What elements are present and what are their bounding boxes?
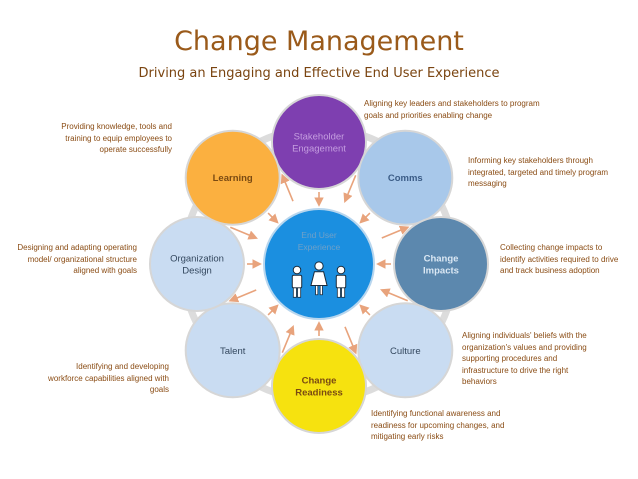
change-readiness-description: Identifying functional awareness and rea…	[371, 409, 505, 441]
node-to-center-arrow	[267, 212, 279, 224]
node-stakeholder-label: Stakeholder	[294, 132, 345, 143]
node-change-impacts-label: Change	[424, 254, 459, 265]
flow-arrow	[344, 326, 358, 355]
flow-arrow	[228, 289, 257, 303]
page-title: Change Management	[174, 26, 464, 57]
node-change-readiness-circle	[271, 338, 367, 434]
node-comms-circle	[357, 129, 454, 226]
node-learning-label: Learning	[213, 173, 253, 184]
node-to-center-arrow	[359, 212, 371, 224]
nodes-layer: StakeholderEngagementCommsChangeImpactsC…	[149, 94, 489, 434]
page-subtitle: Driving an Engaging and Effective End Us…	[138, 66, 500, 81]
person-icon	[335, 265, 347, 298]
center-label: Experience	[298, 242, 341, 252]
node-talent-circle	[184, 302, 281, 399]
center-label: End User	[301, 230, 337, 240]
flow-arrow	[281, 325, 295, 354]
stakeholder-description: Aligning key leaders and stakeholders to…	[364, 99, 540, 120]
node-stakeholder-circle	[271, 94, 367, 190]
node-culture-circle	[357, 302, 454, 399]
node-comms: Comms	[357, 129, 454, 226]
node-comms-label: Comms	[388, 173, 423, 184]
flow-arrow	[280, 173, 294, 202]
node-change-readiness-label: Change	[302, 376, 337, 387]
node-culture-label: Culture	[390, 346, 421, 357]
flow-arrow	[380, 288, 409, 302]
node-talent: Talent	[184, 302, 281, 399]
organization-design-description: Designing and adapting operating model/ …	[17, 243, 137, 275]
node-change-impacts-circle	[393, 216, 489, 312]
flow-arrow	[381, 225, 410, 239]
flow-arrow	[343, 174, 357, 203]
node-change-readiness-label: Readiness	[295, 388, 343, 399]
person-icon	[291, 265, 303, 298]
node-learning: Learning	[184, 129, 281, 226]
node-to-center-arrow	[267, 304, 279, 316]
node-organization-design-label: Design	[182, 266, 212, 277]
flow-arrow	[229, 226, 258, 240]
learning-description: Providing knowledge, tools and training …	[61, 122, 172, 154]
node-organization-design-circle	[149, 216, 245, 312]
change-impacts-description: Collecting change impacts to identify ac…	[500, 243, 619, 275]
node-culture: Culture	[357, 302, 454, 399]
node-to-center-arrow	[359, 304, 371, 316]
arrows-layer	[228, 173, 410, 355]
culture-description: Aligning individuals' beliefs with the o…	[462, 331, 587, 386]
comms-description: Informing key stakeholders through integ…	[468, 156, 609, 188]
talent-description: Identifying and developing workforce cap…	[48, 362, 169, 394]
node-stakeholder-label: Engagement	[292, 144, 346, 155]
node-learning-circle	[184, 129, 281, 226]
node-talent-label: Talent	[220, 346, 246, 357]
person-icon	[310, 261, 328, 296]
node-organization-design-label: Organization	[170, 254, 224, 265]
node-change-impacts-label: Impacts	[423, 266, 459, 277]
